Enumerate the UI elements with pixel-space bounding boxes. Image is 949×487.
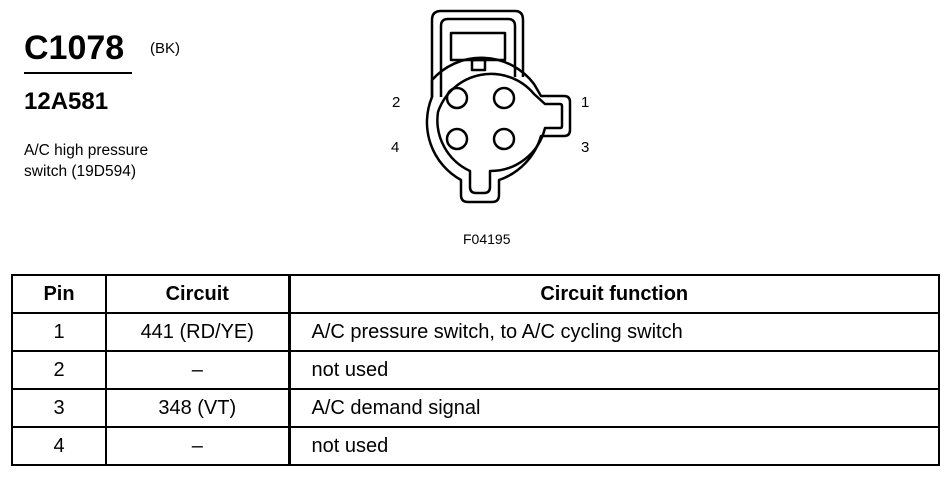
table-header-row: Pin Circuit Circuit function (11, 274, 940, 314)
function-cell: not used (287, 350, 940, 390)
column-header-circuit-function: Circuit function (287, 274, 940, 314)
circuit-cell: – (105, 426, 290, 466)
connector-latch (449, 31, 507, 62)
pin-cell: 2 (11, 350, 107, 390)
pin-label-2: 2 (392, 94, 400, 111)
connector-id: C1078 (24, 29, 125, 67)
pin-cavity-3 (492, 127, 516, 151)
connector-latch-nub (470, 58, 487, 72)
connector-color: (BK) (150, 40, 180, 57)
pin-cavity-1 (492, 86, 516, 110)
connector-body-inner (436, 72, 564, 195)
function-cell: A/C pressure switch, to A/C cycling swit… (287, 312, 940, 352)
pinout-table: Pin Circuit Circuit function 1 441 (RD/Y… (11, 274, 940, 466)
table-row: 1 441 (RD/YE) A/C pressure switch, to A/… (11, 312, 940, 352)
pin-label-1: 1 (581, 94, 589, 111)
table-row: 4 – not used (11, 426, 940, 466)
circuit-cell: – (105, 350, 290, 390)
description-line: A/C high pressure (24, 142, 149, 159)
title-underline (24, 72, 132, 74)
function-cell: not used (287, 426, 940, 466)
column-header-pin: Pin (11, 274, 107, 314)
pin-label-3: 3 (581, 139, 589, 156)
pin-label-4: 4 (391, 139, 399, 156)
component-description: A/C high pressure switch (19D594) (24, 140, 148, 182)
connector-face-diagram: 1 2 3 4 (391, 9, 589, 204)
column-header-circuit: Circuit (105, 274, 290, 314)
part-number: 12A581 (24, 88, 109, 115)
connector-housing-inner (439, 17, 517, 97)
circuit-cell: 441 (RD/YE) (105, 312, 290, 352)
pin-cavity-4 (445, 127, 469, 151)
pin-cell: 1 (11, 312, 107, 352)
table-row: 2 – not used (11, 350, 940, 390)
table-row: 3 348 (VT) A/C demand signal (11, 388, 940, 428)
pin-cell: 4 (11, 426, 107, 466)
description-line: switch (19D594) (24, 163, 136, 180)
connector-housing-outline (430, 9, 525, 97)
function-cell: A/C demand signal (287, 388, 940, 428)
pin-cell: 3 (11, 388, 107, 428)
pin-cavity-2 (445, 86, 469, 110)
circuit-cell: 348 (VT) (105, 388, 290, 428)
figure-code: F04195 (463, 231, 511, 247)
